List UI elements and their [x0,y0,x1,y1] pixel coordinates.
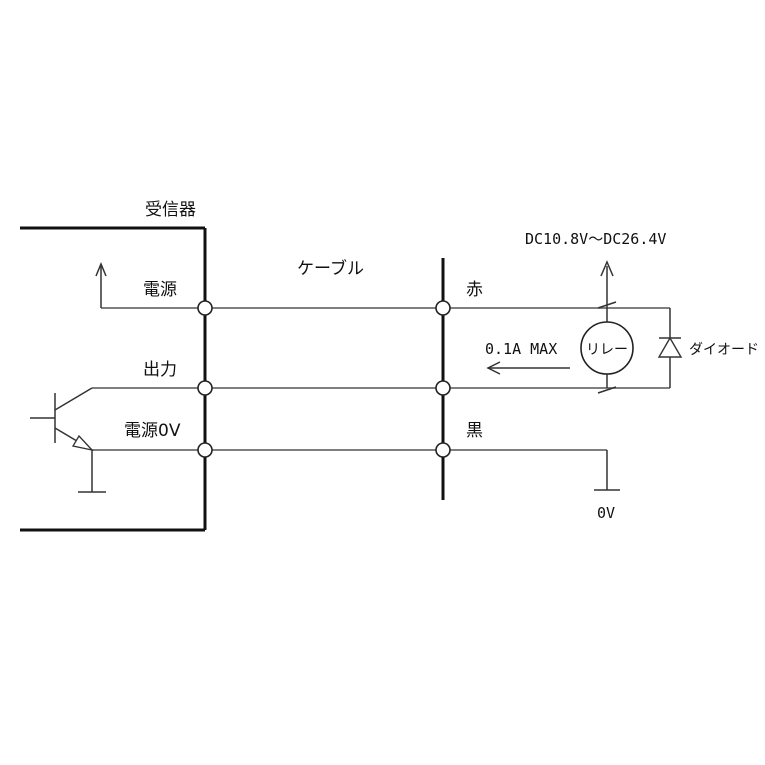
power-label: 電源 [143,280,177,300]
receiver-output-terminal [197,380,213,396]
receiver-power-terminal [197,300,213,316]
supply-voltage-label: DC10.8V～DC26.4V [525,230,666,248]
cable-output-terminal [435,380,451,396]
receiver-0v-terminal [197,442,213,458]
red-wire-label: 赤 [466,280,483,300]
transistor-icon [30,387,106,493]
cable-label: ケーブル [297,258,364,279]
power-0v-label: 電源0V [124,421,181,441]
black-wire-label: 黒 [466,421,483,441]
cable-black-terminal [435,442,451,458]
receiver-label: 受信器 [145,200,196,220]
diode-label: ダイオード [689,342,759,358]
receiver-box [20,226,207,532]
relay-label: リレー [586,342,628,358]
current-label: 0.1A MAX [485,340,557,358]
ground-0v-icon [594,450,620,491]
relay-coil [580,321,634,375]
cable-red-terminal [435,300,451,316]
internal-power-arrow-icon [95,262,107,308]
current-arrow-icon [486,361,570,375]
diode-icon [657,308,683,388]
ground-0v-label: 0V [597,504,615,522]
output-label: 出力 [143,360,177,380]
relay-branch [597,260,617,394]
